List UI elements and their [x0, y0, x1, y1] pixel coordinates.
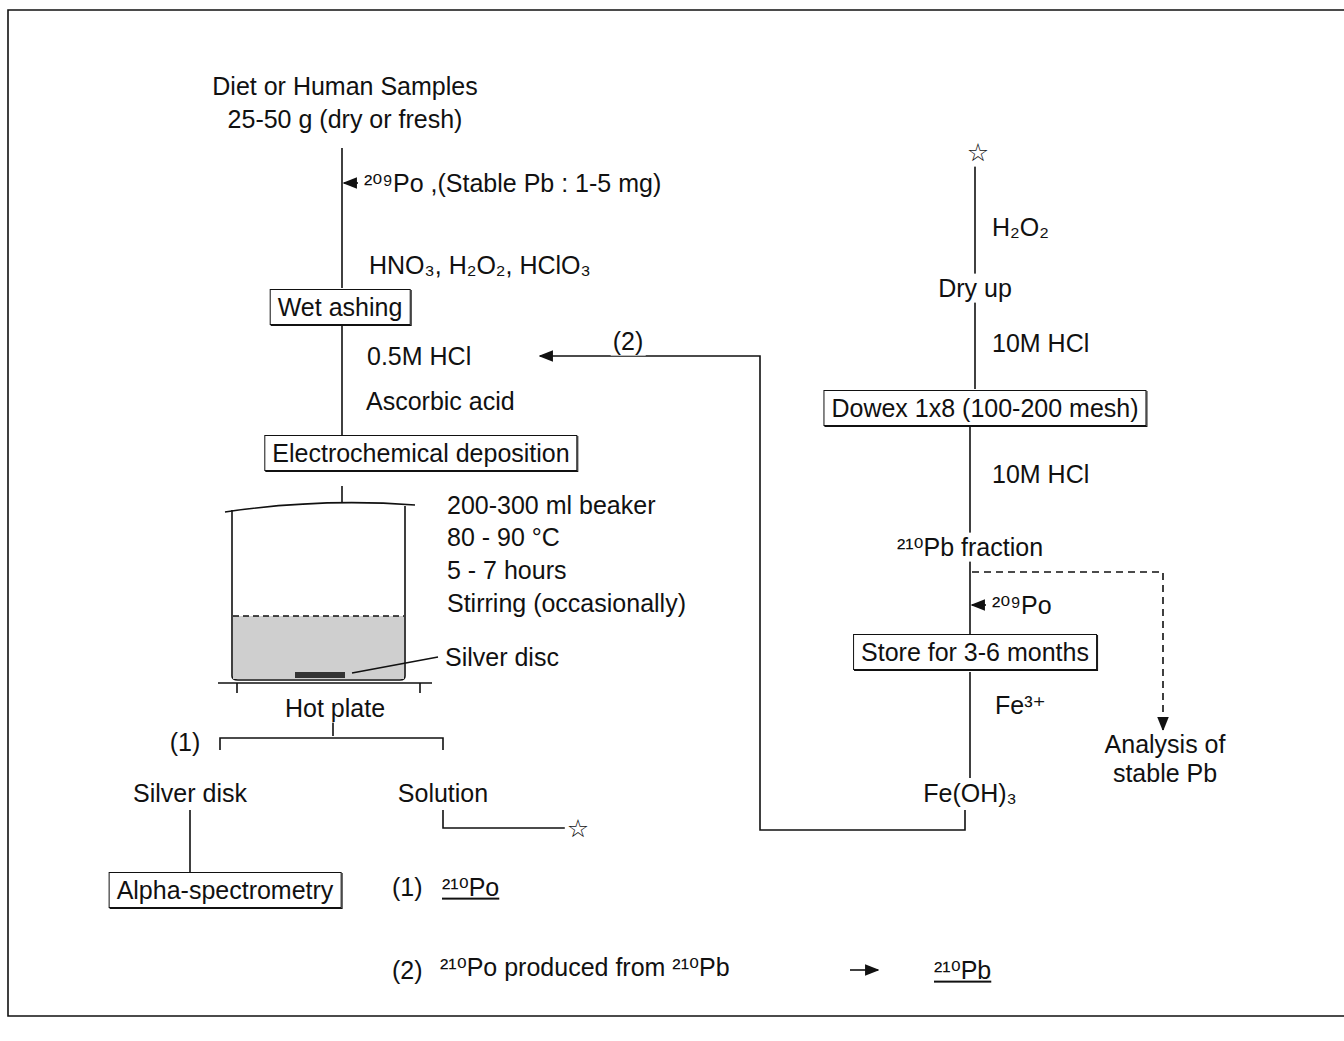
text-label: ☆	[965, 138, 991, 167]
flow-line	[969, 672, 971, 778]
box-label: Alpha-spectrometry	[117, 876, 334, 904]
text-label: 80 - 90 °C	[445, 523, 562, 552]
text-label: Silver disk	[131, 779, 249, 808]
text-label: Diet or Human Samples	[210, 72, 479, 101]
symbol-arrow	[850, 969, 878, 971]
process-box: Alpha-spectrometry	[109, 872, 342, 908]
text-label: 5 - 7 hours	[445, 556, 569, 585]
text-label: (1)	[168, 728, 203, 757]
flow-line	[332, 722, 334, 736]
text-label: ²¹⁰Po	[440, 873, 501, 902]
text-label: Silver disc	[443, 643, 561, 672]
frame	[8, 10, 1344, 1016]
beaker-rim	[225, 503, 415, 512]
text-label: (2)	[611, 327, 646, 356]
solution-fill	[233, 616, 404, 679]
text-label: Solution	[396, 779, 490, 808]
box-label: Dowex 1x8 (100-200 mesh)	[831, 394, 1138, 422]
text-label: (2)	[390, 956, 425, 985]
text-label: ²⁰⁹Po ,(Stable Pb : 1-5 mg)	[362, 169, 663, 198]
process-box: Dowex 1x8 (100-200 mesh)	[823, 390, 1146, 426]
text-label: ²¹⁰Pb	[932, 956, 993, 985]
box-label: Electrochemical deposition	[272, 439, 569, 467]
text-label: ²¹⁰Pb fraction	[895, 533, 1045, 562]
add-arrow	[972, 604, 986, 606]
text-label: 10M HCl	[990, 329, 1091, 358]
split-bracket	[220, 738, 443, 750]
text-label: 10M HCl	[990, 460, 1091, 489]
text-label: 200-300 ml beaker	[445, 491, 657, 520]
box-label: Store for 3-6 months	[861, 638, 1089, 666]
text-label: ²⁰⁹Po	[990, 591, 1054, 620]
add-arrow	[344, 182, 358, 184]
leader-line	[352, 657, 438, 673]
process-box: Electrochemical deposition	[264, 435, 577, 471]
text-label: Fe³⁺	[993, 691, 1048, 720]
text-label: HNO₃, H₂O₂, HClO₃	[367, 251, 593, 280]
process-box: Wet ashing	[270, 289, 411, 325]
text-label: ²¹⁰Po produced from ²¹⁰Pb	[438, 953, 732, 982]
text-label: Hot plate	[283, 694, 387, 723]
text-label: 0.5M HCl	[365, 342, 473, 371]
beaker	[232, 506, 405, 680]
silver-disc	[295, 672, 345, 678]
box-label: Wet ashing	[278, 293, 403, 321]
hot-plate	[218, 683, 432, 693]
process-box: Store for 3-6 months	[853, 634, 1097, 670]
flow-line	[189, 810, 191, 873]
text-label: Stirring (occasionally)	[445, 589, 688, 618]
text-label: H₂O₂	[990, 213, 1051, 242]
text-label: (1)	[390, 873, 425, 902]
flow-connector	[969, 426, 971, 634]
text-label: ☆	[565, 814, 591, 843]
flow-connector	[341, 325, 343, 435]
text-label: Ascorbic acid	[364, 387, 517, 416]
text-label: Fe(OH)₃	[921, 779, 1019, 808]
text-label: Dry up	[936, 274, 1014, 303]
flow-line	[341, 486, 343, 502]
flow-line	[443, 810, 565, 828]
text-label: Analysis of stable Pb	[1078, 730, 1252, 788]
flow-line	[341, 148, 343, 288]
text-label: 25-50 g (dry or fresh)	[226, 105, 465, 134]
solution-level	[233, 615, 404, 617]
